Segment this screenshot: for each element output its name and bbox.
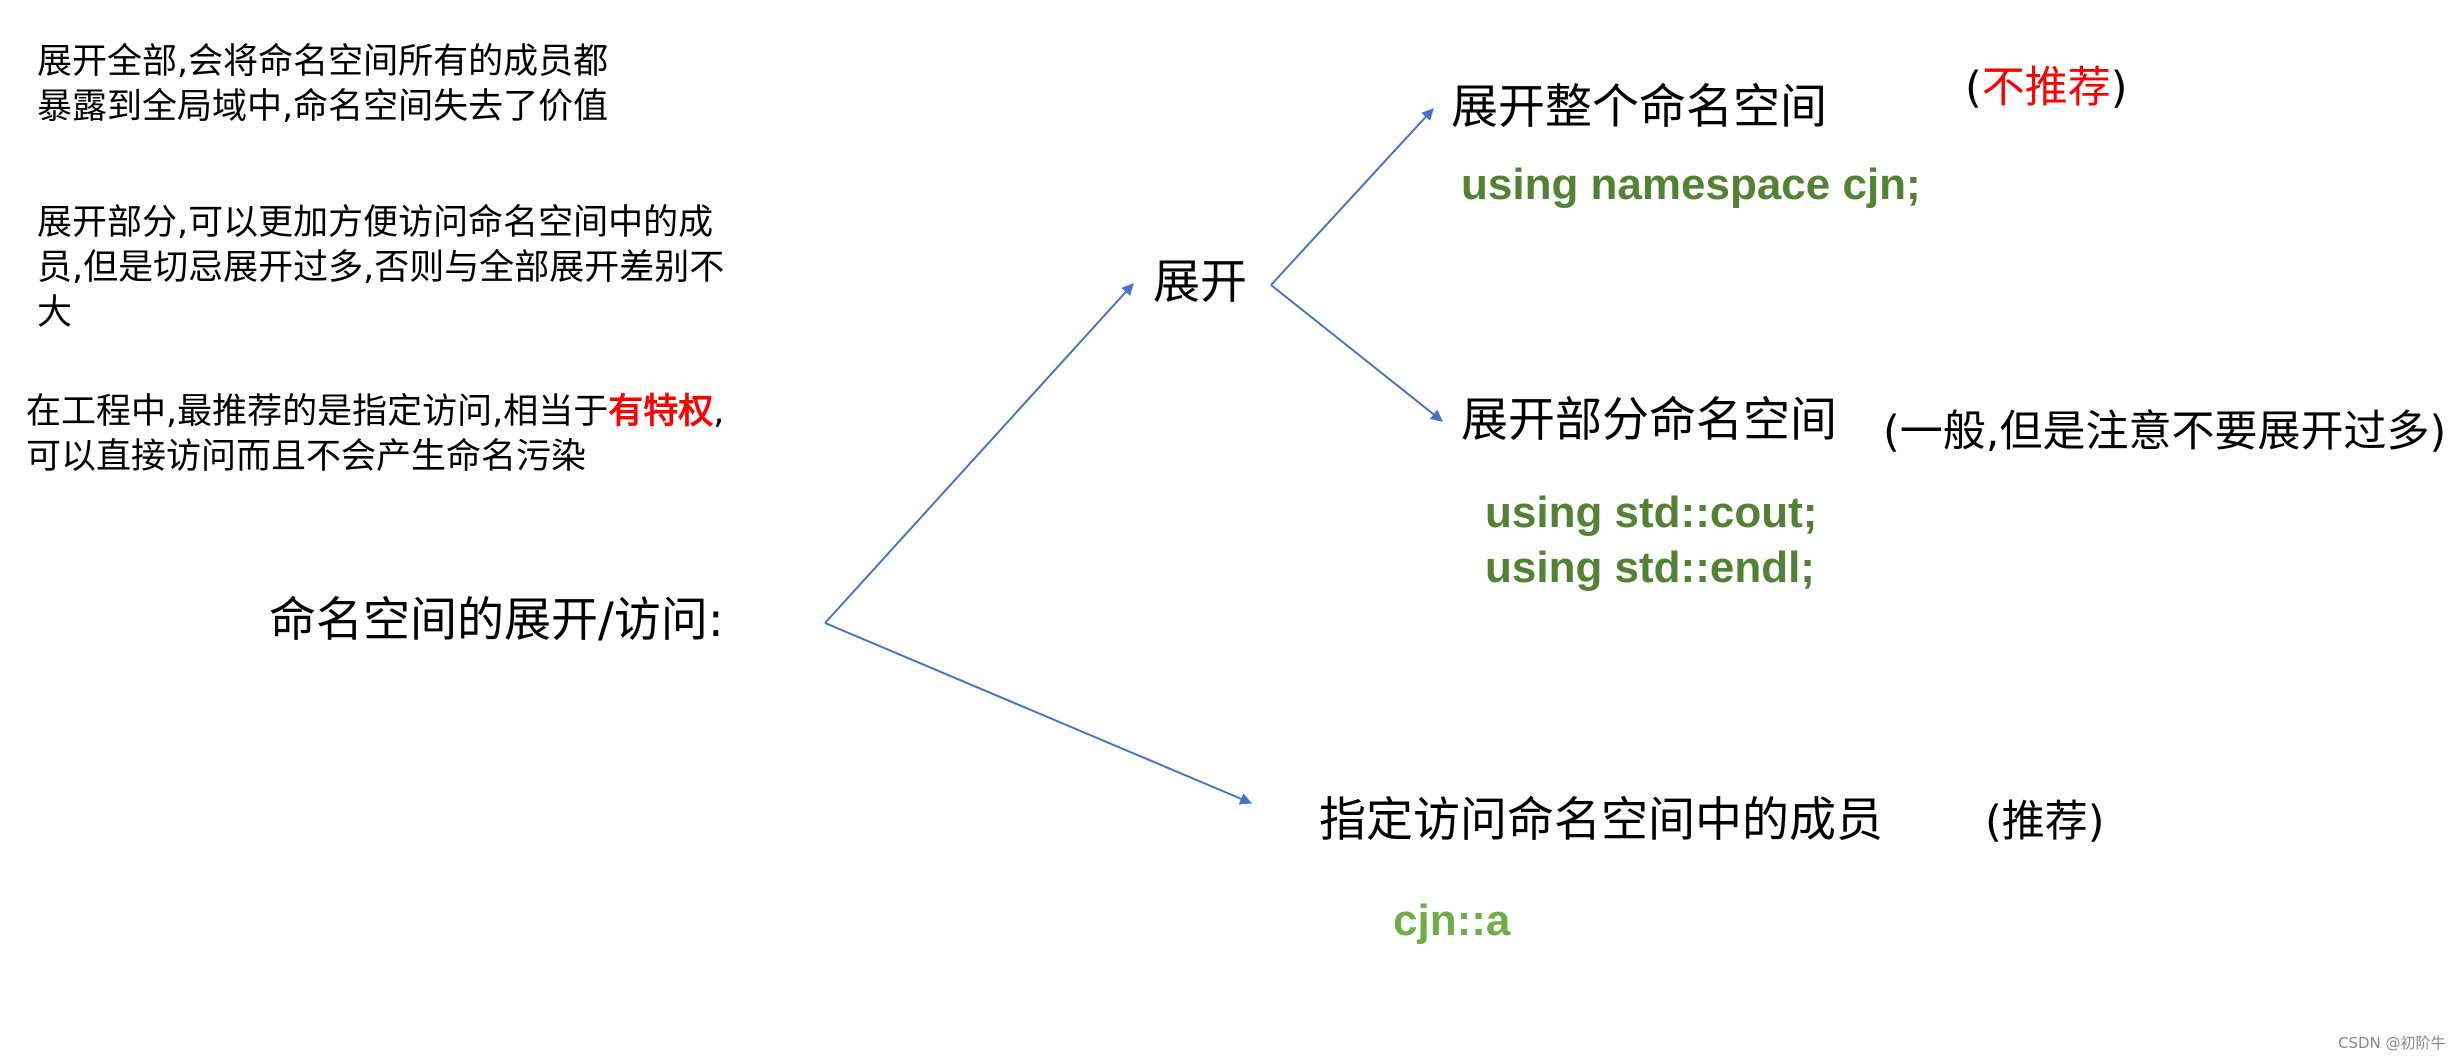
note-line: 员,但是切忌展开过多,否则与全部展开差别不 xyxy=(37,248,725,288)
code-using-namespace: using namespace cjn; xyxy=(1461,160,1921,209)
note-text: , xyxy=(713,392,725,432)
specified-access-label: 指定访问命名空间中的成员 xyxy=(1319,793,1883,848)
watermark: CSDN @初阶牛 xyxy=(2338,1034,2446,1052)
note-line: 展开全部,会将命名空间所有的成员都 xyxy=(37,42,609,82)
expand-partial-label: 展开部分命名空间 xyxy=(1461,393,1837,448)
note-line: 暴露到全局域中,命名空间失去了价值 xyxy=(37,87,609,127)
note-expand-part: 展开部分,可以更加方便访问命名空间中的成 员,但是切忌展开过多,否则与全部展开差… xyxy=(37,201,724,336)
code-line: using std::endl; xyxy=(1485,543,1815,592)
expand-whole-label: 展开整个命名空间 xyxy=(1451,80,1827,135)
arrow-expand-to-whole xyxy=(1270,108,1434,286)
code-line: using std::cout; xyxy=(1485,488,1818,537)
code-using-declarations: using std::cout; using std::endl; xyxy=(1485,485,1817,595)
expand-node-label: 展开 xyxy=(1153,255,1247,310)
note-line: 大 xyxy=(37,293,73,333)
note-line: 在工程中,最推荐的是指定访问,相当于有特权, xyxy=(26,390,724,435)
specified-access-note: (推荐) xyxy=(1985,797,2105,847)
arrow-root-to-expand xyxy=(824,283,1134,624)
note-paren: ) xyxy=(2110,63,2128,113)
expand-partial-note: (一般,但是注意不要展开过多) xyxy=(1883,407,2447,457)
expand-whole-note: (不推荐) xyxy=(1965,62,2128,114)
note-specified-access: 在工程中,最推荐的是指定访问,相当于有特权, 可以直接访问而且不会产生命名污染 xyxy=(26,390,724,480)
note-text: 在工程中,最推荐的是指定访问,相当于 xyxy=(26,392,609,432)
code-scope-access: cjn::a xyxy=(1393,896,1511,945)
note-line: 可以直接访问而且不会产生命名污染 xyxy=(26,437,587,477)
arrow-expand-to-partial xyxy=(1270,284,1443,422)
not-recommended-text: 不推荐 xyxy=(1981,63,2111,113)
root-node-label: 命名空间的展开/访问: xyxy=(269,593,724,648)
note-emphasis: 有特权 xyxy=(608,392,714,432)
note-expand-all: 展开全部,会将命名空间所有的成员都 暴露到全局域中,命名空间失去了价值 xyxy=(37,40,608,130)
note-line: 展开部分,可以更加方便访问命名空间中的成 xyxy=(37,203,714,243)
note-paren: ( xyxy=(1965,63,1982,113)
arrow-root-to-specified xyxy=(824,622,1253,805)
